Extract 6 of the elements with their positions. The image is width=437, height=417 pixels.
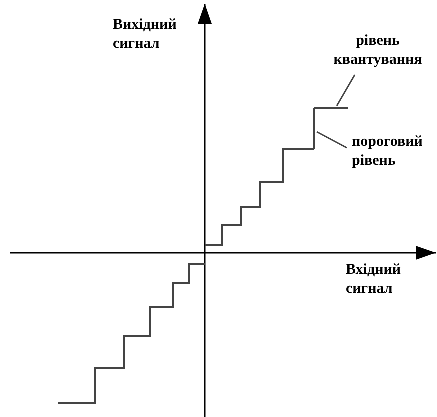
axis-label: Вхідний сигнал <box>346 261 402 299</box>
leader-line <box>316 131 348 149</box>
leader-line <box>336 74 356 106</box>
callout-text: пороговий рівень <box>352 133 434 171</box>
axis-label: Вихідний сигнал <box>113 16 178 54</box>
callout-text: рівень квантування <box>318 32 437 70</box>
